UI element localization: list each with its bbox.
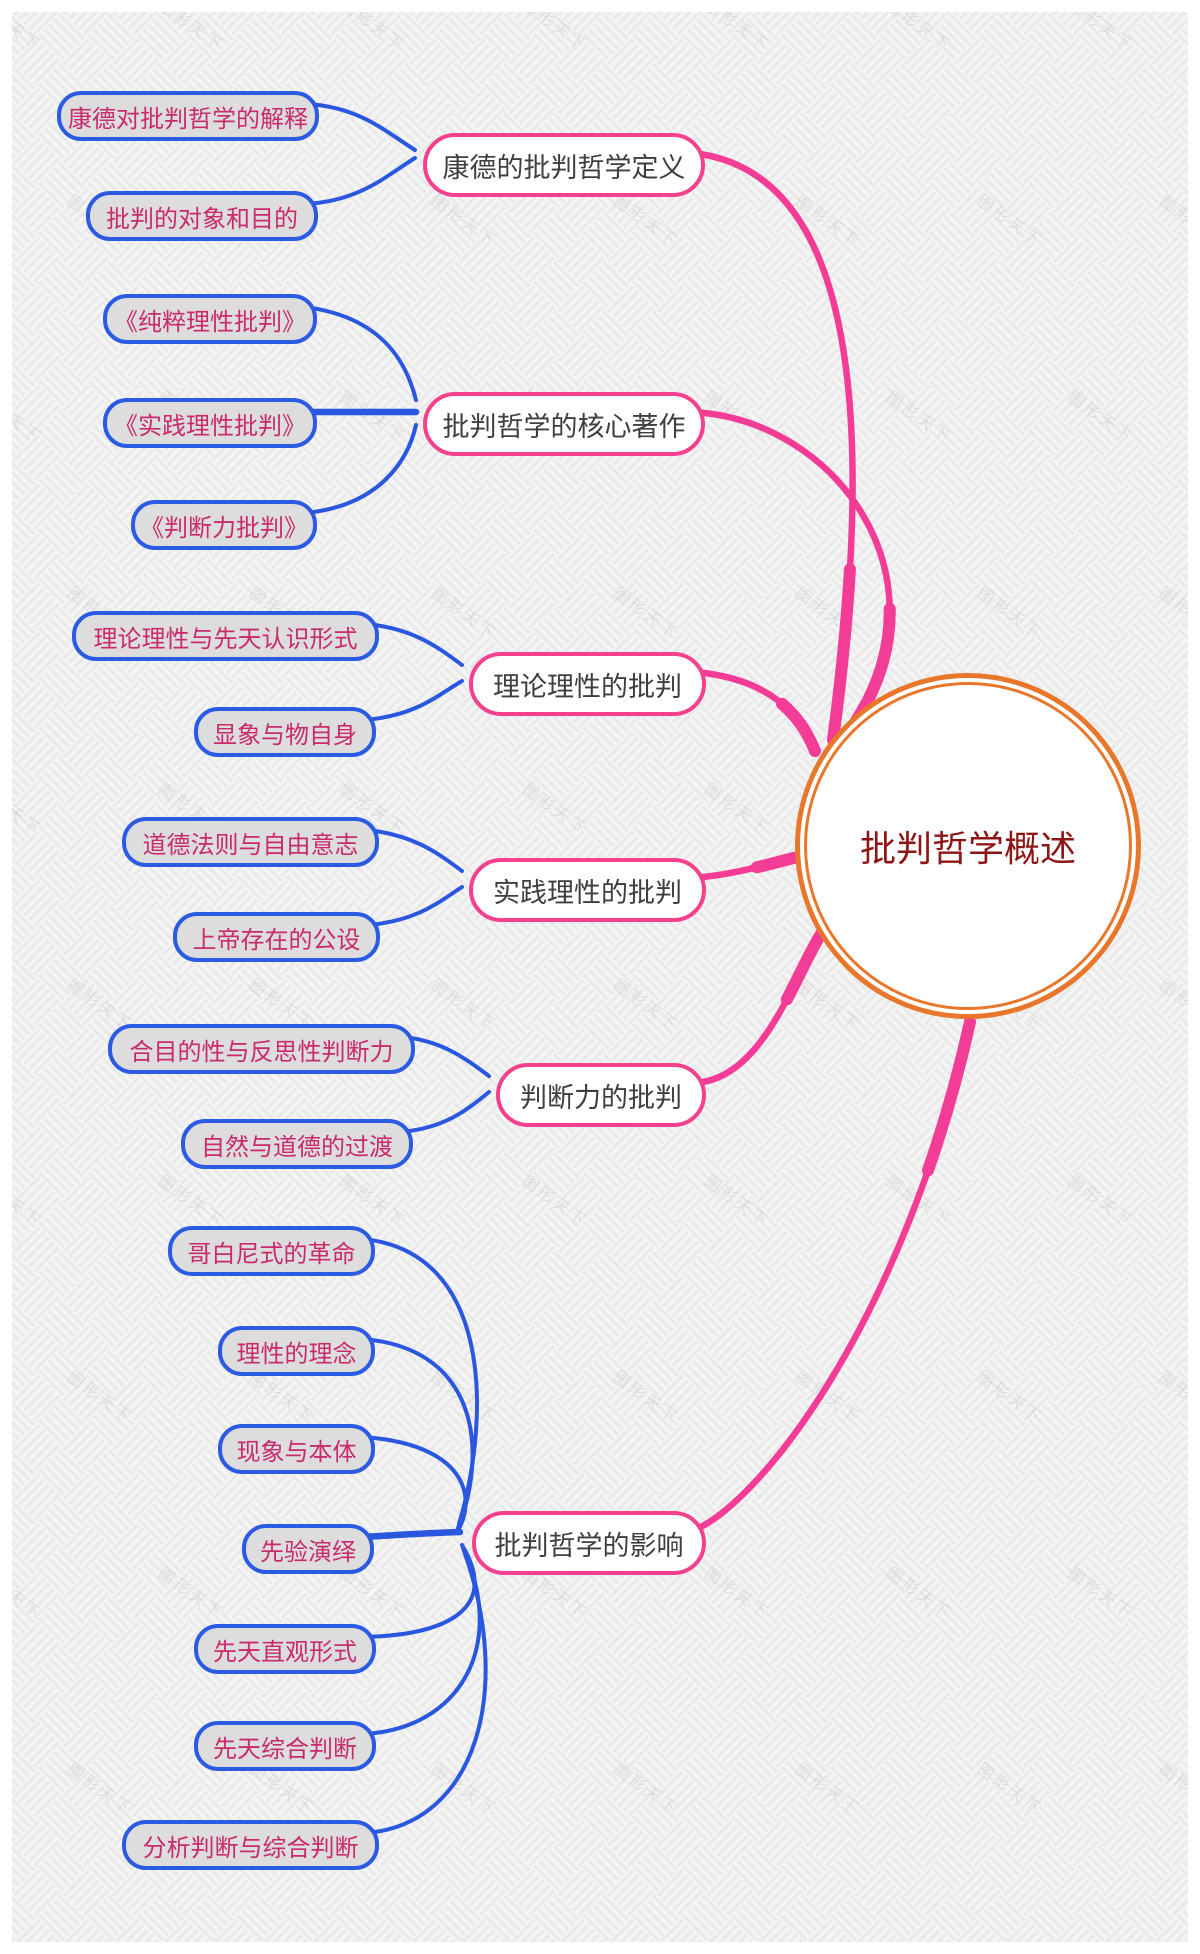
branch-practical-reason[interactable]: 实践理性的批判: [469, 858, 706, 922]
child-critique-practical-reason[interactable]: 《实践理性批判》: [103, 398, 317, 448]
child-phenomena-noumena[interactable]: 现象与本体: [218, 1424, 375, 1474]
child-purposiveness-reflective-judgment[interactable]: 合目的性与反思性判断力: [108, 1024, 415, 1074]
child-moral-law-free-will[interactable]: 道德法则与自由意志: [122, 817, 379, 867]
branch-judgment[interactable]: 判断力的批判: [496, 1063, 706, 1127]
child-appearance-thing-in-itself[interactable]: 显象与物自身: [194, 707, 376, 757]
branch-influence[interactable]: 批判哲学的影响: [472, 1511, 706, 1575]
child-analytic-synthetic-judgment[interactable]: 分析判断与综合判断: [122, 1820, 379, 1870]
branch-core-works[interactable]: 批判哲学的核心著作: [423, 392, 705, 456]
child-ideas-of-reason[interactable]: 理性的理念: [218, 1326, 375, 1376]
child-postulate-god[interactable]: 上帝存在的公设: [173, 912, 380, 962]
child-critique-judgment[interactable]: 《判断力批判》: [131, 500, 317, 550]
child-synthetic-apriori-judgment[interactable]: 先天综合判断: [194, 1721, 376, 1771]
child-copernican-revolution[interactable]: 哥白尼式的革命: [168, 1226, 375, 1276]
branch-links: [686, 147, 976, 1537]
child-transcendental-deduction[interactable]: 先验演绎: [242, 1524, 374, 1574]
child-links: [300, 102, 491, 1835]
child-kant-explanation[interactable]: 康德对批判哲学的解释: [57, 91, 319, 141]
branch-theoretical-reason[interactable]: 理论理性的批判: [469, 652, 706, 716]
central-topic-label: 批判哲学概述: [859, 828, 1076, 869]
branch-kant-definition[interactable]: 康德的批判哲学定义: [423, 133, 705, 197]
child-theoretical-apriori-forms[interactable]: 理论理性与先天认识形式: [72, 611, 379, 661]
central-topic[interactable]: 批判哲学概述: [795, 673, 1141, 1019]
child-nature-morality-transition[interactable]: 自然与道德的过渡: [181, 1119, 413, 1169]
child-apriori-intuition-forms[interactable]: 先天直观形式: [194, 1624, 376, 1674]
child-object-and-purpose[interactable]: 批判的对象和目的: [86, 191, 318, 241]
central-topic-inner-ring: [804, 682, 1132, 1010]
child-critique-pure-reason[interactable]: 《纯粹理性批判》: [103, 294, 317, 344]
